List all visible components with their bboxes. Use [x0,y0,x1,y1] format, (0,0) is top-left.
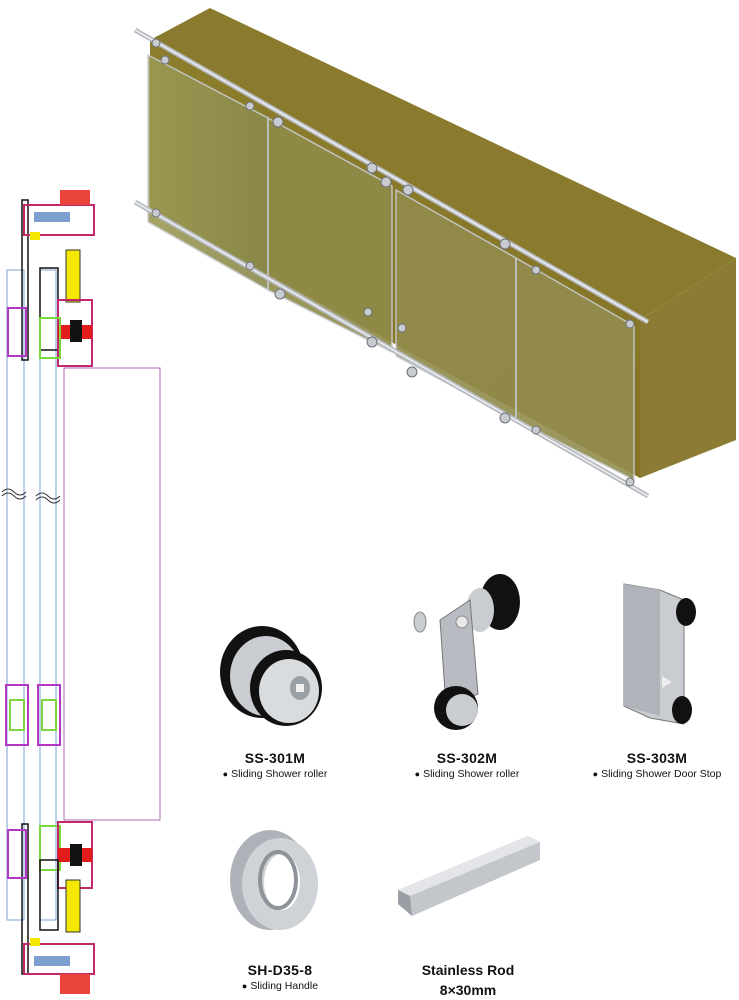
rod-title: Stainless Rod [421,962,515,978]
enclosure-side-face [640,258,736,478]
product-code: SS-301M [244,750,306,766]
product-code: SS-302M [436,750,498,766]
cross-section-drawing [1,190,161,994]
product-caption-ss-302m: SS-302M ●Sliding Shower roller [402,750,532,780]
shower-enclosure-illustration [133,8,736,499]
ss-303m-door-stop-image [623,583,696,725]
product-description: Sliding Shower Door Stop [601,768,722,780]
product-description: Sliding Shower roller [231,768,328,780]
product-code: SH-D35-8 [247,962,313,978]
rail-fittings [151,38,635,487]
enclosure-top-face [150,8,736,320]
section-middle-hardware [5,684,61,746]
ss-302m-roller-image [413,574,520,730]
product-caption-ss-303m: SS-303M ●Sliding Shower Door Stop [582,750,732,780]
stainless-rod-image [398,836,540,916]
section-top-hardware [7,190,95,367]
product-caption-ss-301m: SS-301M ●Sliding Shower roller [210,750,340,780]
section-bottom-hardware [7,821,95,994]
sh-d35-8-handle-image [230,830,318,930]
product-caption-stainless-rod: Stainless Rod 8×30mm [398,962,538,998]
product-code: SS-303M [626,750,688,766]
product-description: Sliding Handle [250,980,319,992]
product-description: Sliding Shower roller [423,768,520,780]
rod-size: 8×30mm [439,982,497,998]
product-caption-sh-d35-8: SH-D35-8 ●Sliding Handle [215,962,345,992]
